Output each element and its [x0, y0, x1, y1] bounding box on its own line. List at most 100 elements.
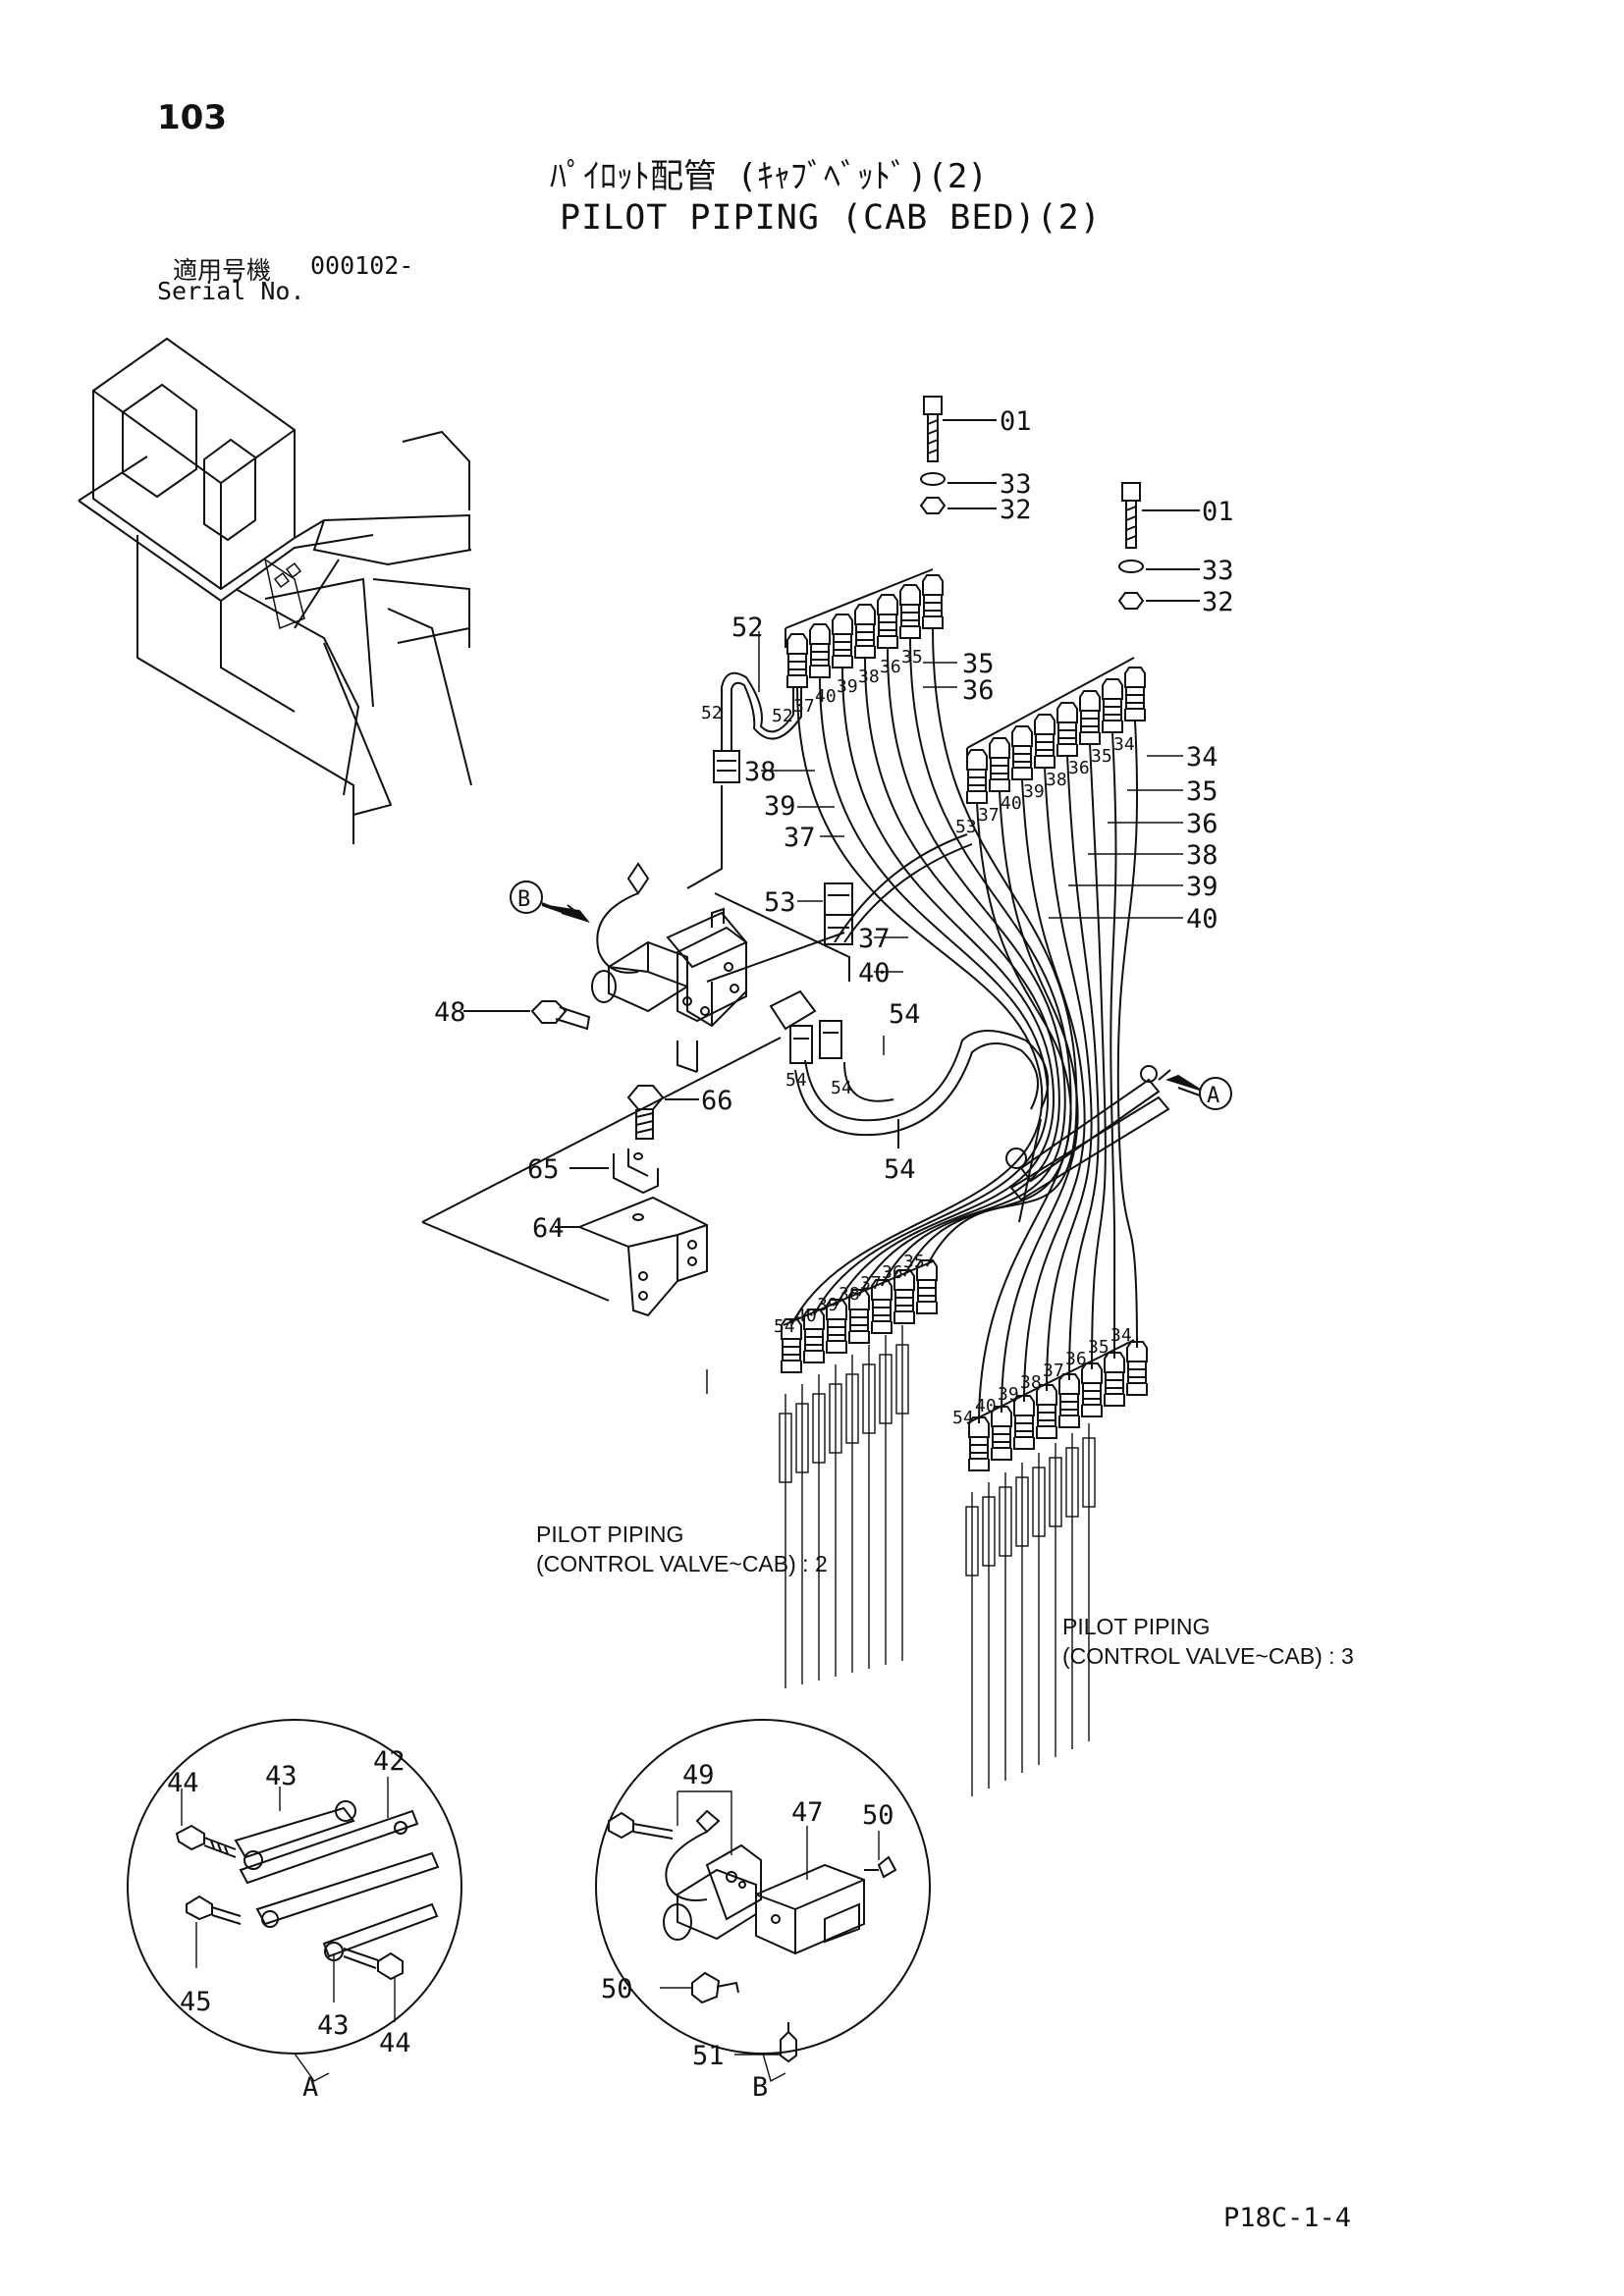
- callout-38-left: 38: [744, 757, 777, 787]
- callout-32-left: 32: [1000, 495, 1032, 525]
- hose-right-5: [1066, 755, 1100, 1381]
- callout-48: 48: [434, 997, 466, 1028]
- callout-01-left: 01: [1000, 406, 1032, 437]
- note-3-line1: PILOT PIPING: [1062, 1614, 1211, 1639]
- callout-54-bottom: 54: [884, 1154, 916, 1185]
- fitting-lower-left-7: [916, 1259, 938, 1314]
- page-number: 103: [157, 98, 227, 137]
- fitting-label-low-left-54-1: 54: [774, 1316, 795, 1337]
- callout-39-right: 39: [1186, 872, 1218, 902]
- fitting-label-top-left-39-4: 39: [837, 676, 858, 697]
- hose-left-4: [858, 657, 1060, 1297]
- callout-39-left: 39: [764, 791, 796, 822]
- note-2-line2: (CONTROL VALVE~CAB) : 2: [536, 1551, 828, 1576]
- fitting-top-left-3: [832, 614, 853, 668]
- callout-34-right: 34: [1186, 742, 1218, 773]
- serial-number-value: 000102-: [310, 251, 414, 280]
- solenoid-valve-assembly: [591, 862, 748, 1028]
- serial-label-japanese: 適用号機: [173, 256, 272, 285]
- fitting-label-low-right-37-5: 37: [1043, 1361, 1064, 1381]
- hose-right-3: [1021, 778, 1086, 1403]
- bolt-washer-nut-right: [1117, 482, 1145, 610]
- fitting-row-lower-left: [781, 1259, 938, 1373]
- detail-a-callout-42: 42: [373, 1746, 406, 1777]
- detail-b-callout-49: 49: [682, 1760, 715, 1790]
- page-code: P18C-1-4: [1223, 2203, 1352, 2233]
- bolt-66: [626, 1085, 665, 1140]
- fitting-lower-left-3: [826, 1299, 847, 1354]
- callout-52-top: 52: [731, 613, 764, 643]
- hose-right-6: [1089, 743, 1107, 1370]
- serial-label-english: Serial No.: [157, 277, 305, 305]
- fitting-label-low-left-37-5: 37: [860, 1273, 882, 1294]
- detail-b-callout-50-right: 50: [862, 1800, 894, 1831]
- fitting-label-top-left-38-5: 38: [858, 667, 880, 687]
- fitting-lower-right-8: [1126, 1341, 1148, 1396]
- callout-37-left: 37: [784, 823, 816, 853]
- callout-53: 53: [764, 887, 796, 918]
- fitting-label-top-left-36-6: 36: [880, 657, 901, 677]
- fitting-lower-right-7: [1104, 1352, 1125, 1407]
- fitting-lower-left-4: [848, 1289, 870, 1344]
- diagram-title-english: PILOT PIPING (CAB BED)(2): [560, 198, 1102, 238]
- detail-a-title: A: [302, 2072, 318, 2103]
- fitting-top-left-6: [899, 584, 921, 639]
- hose-left-1: [790, 686, 1044, 1326]
- fitting-top-right-2: [989, 737, 1010, 792]
- detail-b-title: B: [752, 2072, 768, 2103]
- callout-64: 64: [532, 1213, 565, 1244]
- fitting-label-top-left-40-3: 40: [815, 686, 837, 707]
- fitting-label-low-right-34-8: 34: [1110, 1325, 1132, 1346]
- detail-a-callout-43-bottom: 43: [317, 2010, 350, 2041]
- callout-37-mid: 37: [858, 924, 891, 954]
- hose-right-2: [999, 790, 1079, 1414]
- fitting-label-top-right-53-1: 53: [955, 817, 977, 837]
- fitting-lower-right-1: [968, 1416, 990, 1471]
- fitting-top-right-3: [1011, 725, 1033, 780]
- clamp-65: [613, 1148, 659, 1195]
- fitting-top-left-7: [922, 574, 944, 629]
- fitting-label-hose54-54-1: 54: [785, 1070, 807, 1091]
- bolt-48: [530, 1000, 591, 1031]
- callout-01-right: 01: [1202, 497, 1234, 527]
- fitting-top-left-5: [877, 594, 898, 649]
- callout-66: 66: [701, 1086, 733, 1116]
- fitting-label-low-left-40-2: 40: [795, 1306, 817, 1326]
- hose-left-2: [813, 676, 1050, 1316]
- hose-right-7: [1110, 731, 1117, 1360]
- detail-b-callout-47: 47: [791, 1797, 824, 1828]
- callout-40-right: 40: [1186, 904, 1218, 934]
- fitting-label-low-right-40-2: 40: [975, 1396, 997, 1416]
- fitting-label-low-left-35-7: 35: [903, 1252, 925, 1272]
- note-3-line2: (CONTROL VALVE~CAB) : 3: [1062, 1643, 1354, 1669]
- callout-36-right: 36: [1186, 809, 1218, 839]
- fitting-label-top-left-52-1: 52: [772, 706, 793, 726]
- fitting-label-top-right-40-3: 40: [1001, 793, 1022, 814]
- detail-b-callout-50-left: 50: [601, 1974, 633, 2004]
- hose-left-5: [881, 647, 1066, 1287]
- fitting-lower-left-6: [893, 1269, 915, 1324]
- fitting-top-left-2: [809, 623, 831, 678]
- note-2-line1: PILOT PIPING: [536, 1522, 684, 1547]
- hose-right-4: [1044, 767, 1093, 1392]
- callout-36-top: 36: [962, 675, 995, 706]
- fitting-top-right-1: [966, 749, 988, 804]
- fitting-lower-left-1: [781, 1318, 802, 1373]
- detail-a-brackets: [175, 1800, 440, 1981]
- fitting-label-low-left-39-3: 39: [817, 1295, 839, 1315]
- fitting-label-low-left-36-6: 36: [882, 1262, 903, 1283]
- fitting-label-hose54-54-2: 54: [831, 1078, 852, 1098]
- detail-a-callout-44-bottom: 44: [379, 2028, 411, 2058]
- detail-a-callout-45: 45: [180, 1987, 212, 2017]
- callout-52-fitting: 52: [701, 703, 723, 723]
- fitting-label-low-right-54-1: 54: [952, 1408, 974, 1428]
- callout-54-top: 54: [889, 999, 921, 1030]
- fitting-label-low-right-38-4: 38: [1020, 1372, 1042, 1393]
- fitting-top-right-8: [1124, 667, 1146, 721]
- detail-b-callout-51: 51: [692, 2041, 725, 2071]
- fitting-lower-right-2: [991, 1406, 1012, 1461]
- note-control-valve-3: PILOT PIPING (CONTROL VALVE~CAB) : 3: [1062, 1612, 1354, 1671]
- marker-b-label: B: [517, 887, 530, 912]
- marker-a-label: A: [1207, 1084, 1219, 1108]
- fitting-label-top-left-37-2: 37: [793, 696, 815, 717]
